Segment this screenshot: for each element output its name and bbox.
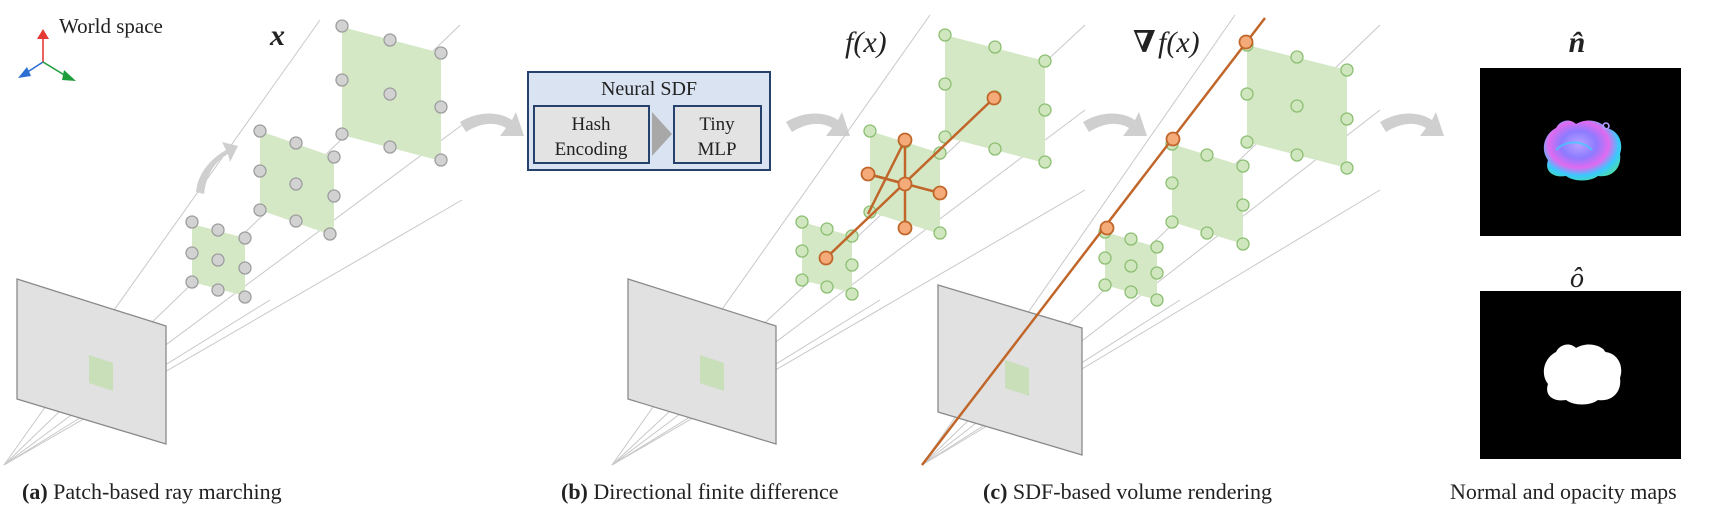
arrow-c-to-maps <box>1380 112 1444 136</box>
axis-up-head <box>37 29 49 39</box>
pixel-patch-c <box>1005 360 1029 396</box>
label-grad-nabla: ∇ <box>1133 26 1156 59</box>
tiny-mlp-box <box>673 105 762 164</box>
axis-right-head <box>62 70 76 81</box>
sdf-inner-arrow <box>652 112 672 156</box>
output-maps: n̂ ô <box>1480 26 1681 459</box>
label-grad-fx: f(x) <box>1158 26 1200 59</box>
caption-a: (a) Patch-based ray marching <box>22 479 282 504</box>
ray-samples-c <box>1099 34 1254 236</box>
arrow-sdf-to-b <box>786 112 850 136</box>
hash-encoding-box <box>533 105 650 164</box>
world-space-label: World space <box>59 14 163 38</box>
samples-b <box>795 28 1052 301</box>
normal-map-bunny <box>1543 120 1622 181</box>
opacity-map-bunny <box>1543 344 1622 405</box>
caption-b-text: Directional finite difference <box>588 479 839 504</box>
neural-sdf-title: Neural SDF <box>601 78 697 100</box>
caption-c-tag: (c) <box>983 479 1007 504</box>
section-a: x <box>3 19 463 466</box>
label-o-hat: ô <box>1570 263 1584 294</box>
ray-orange-c <box>921 17 1266 466</box>
pixel-patch-a <box>89 355 113 391</box>
caption-d: Normal and opacity maps <box>1450 479 1677 504</box>
pixel-patch-b <box>700 355 724 391</box>
label-n-hat: n̂ <box>1569 26 1586 59</box>
hash-encoding-label-1: Hash <box>571 114 611 135</box>
finite-difference-stencil <box>825 97 995 259</box>
curved-arrow-a <box>196 142 238 194</box>
arrow-b-to-c <box>1083 112 1147 136</box>
label-fx: f(x) <box>845 26 887 59</box>
axis-right <box>42 61 67 77</box>
tiny-mlp-label-2: MLP <box>697 139 736 160</box>
section-c: ∇ f(x) <box>921 14 1381 466</box>
axis-left-head <box>18 67 31 78</box>
section-b: f(x) <box>611 14 1086 466</box>
arrow-a-to-sdf <box>460 112 524 136</box>
hash-encoding-label-2: Encoding <box>555 139 628 160</box>
stencil-points <box>818 90 1002 266</box>
caption-b: (b) Directional finite difference <box>561 479 839 504</box>
patch-c-2 <box>1172 144 1243 244</box>
samples-c <box>1098 38 1354 307</box>
caption-a-tag: (a) <box>22 479 48 504</box>
captions: (a) Patch-based ray marching (b) Directi… <box>22 479 1677 504</box>
caption-c: (c) SDF-based volume rendering <box>983 479 1272 504</box>
samples-a <box>185 19 448 304</box>
caption-c-text: SDF-based volume rendering <box>1007 479 1272 504</box>
label-x: x <box>269 19 285 52</box>
tiny-mlp-label-1: Tiny <box>699 114 735 135</box>
caption-b-tag: (b) <box>561 479 588 504</box>
world-axes: World space <box>18 14 163 81</box>
caption-a-text: Patch-based ray marching <box>48 479 282 504</box>
neural-sdf-block: Neural SDF Hash Encoding Tiny MLP <box>527 71 771 171</box>
